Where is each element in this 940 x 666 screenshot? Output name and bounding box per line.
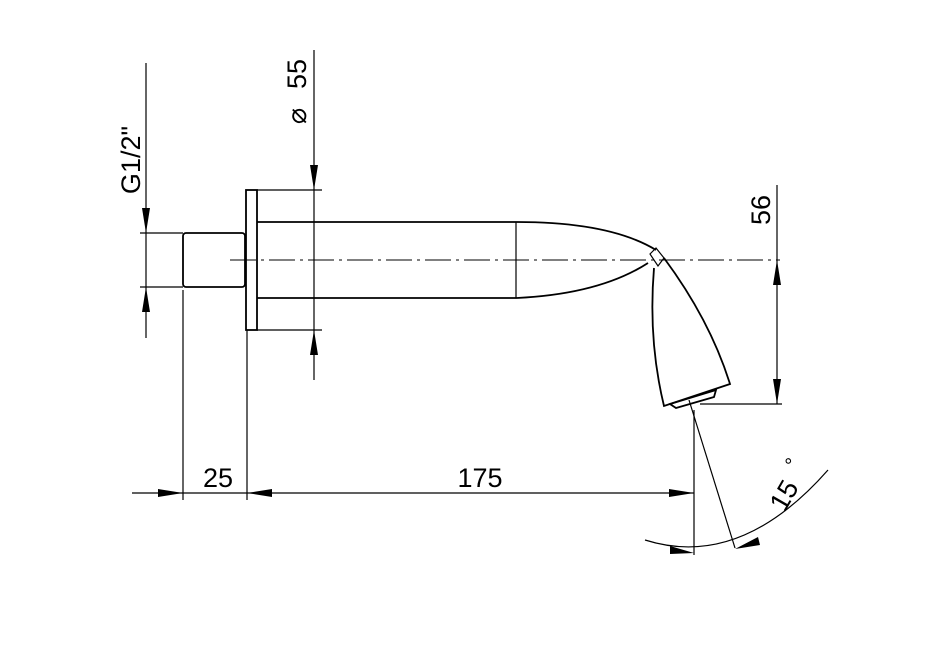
angle-label: 15 xyxy=(764,475,805,516)
spout-length-label: 175 xyxy=(457,463,502,493)
dimension-height: 56 xyxy=(700,185,782,405)
dimension-thread: G1/2" xyxy=(116,63,183,338)
degree-symbol: ° xyxy=(781,455,804,473)
diameter-symbol: ⌀ xyxy=(282,108,312,124)
diameter-label: 55 xyxy=(282,59,312,89)
dimension-length: 25 175 xyxy=(132,290,695,555)
thread-label: G1/2" xyxy=(116,126,146,194)
dimension-angle: 15 ° xyxy=(644,399,829,554)
spout-outline xyxy=(182,189,732,409)
dimension-diameter: ⌀ 55 xyxy=(257,50,322,380)
height-label: 56 xyxy=(746,195,776,225)
thread-length-label: 25 xyxy=(203,463,233,493)
